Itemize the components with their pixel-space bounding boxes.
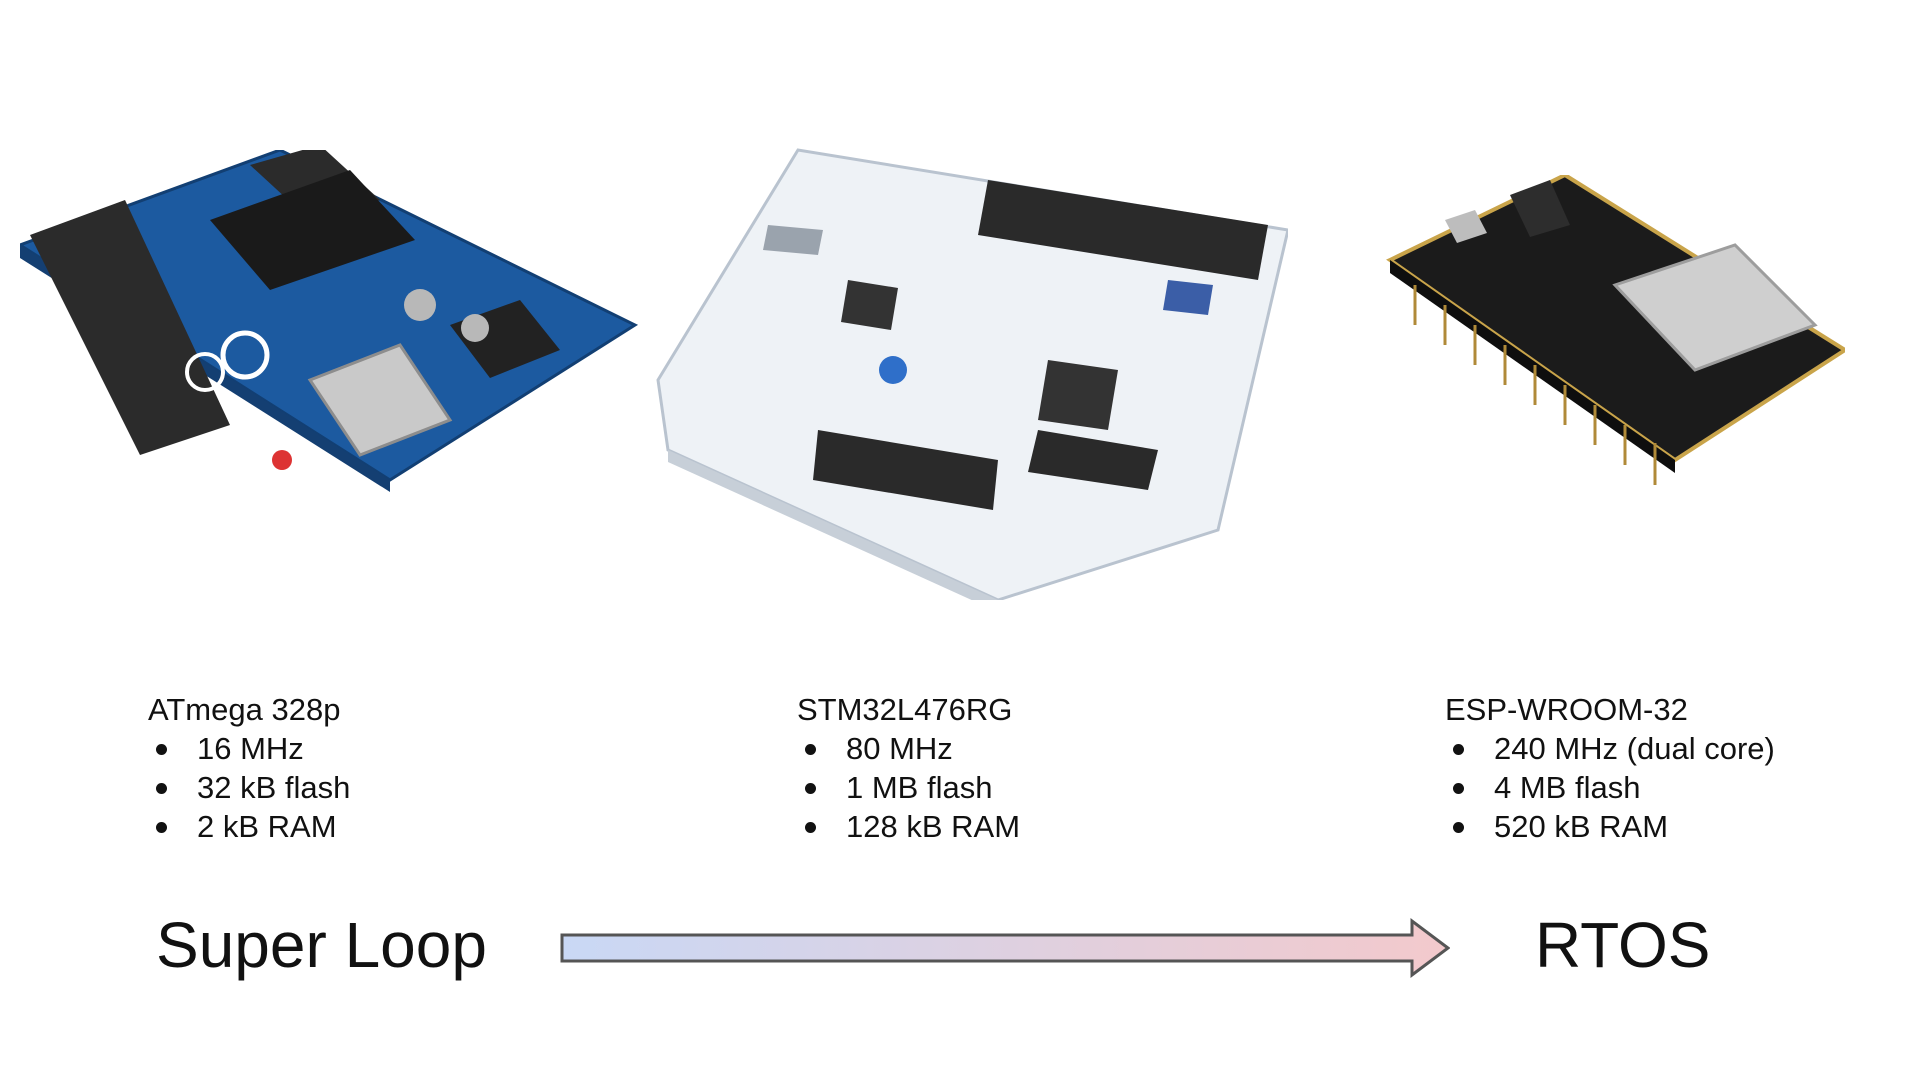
spec-item: 1 MB flash xyxy=(797,768,1020,807)
spec-item: 80 MHz xyxy=(797,729,1020,768)
spec-item: 32 kB flash xyxy=(148,768,350,807)
progression-arrow-icon xyxy=(560,918,1450,978)
rtos-label: RTOS xyxy=(1535,909,1711,981)
chip-name: ESP-WROOM-32 xyxy=(1445,692,1688,727)
stm32-nucleo-board-image xyxy=(648,130,1288,600)
spec-block-stm32: STM32L476RG 80 MHz 1 MB flash 128 kB RAM xyxy=(797,690,1020,846)
chip-name: ATmega 328p xyxy=(148,692,341,727)
spec-block-atmega: ATmega 328p 16 MHz 32 kB flash 2 kB RAM xyxy=(148,690,350,846)
spec-list: 80 MHz 1 MB flash 128 kB RAM xyxy=(797,729,1020,846)
spec-list: 16 MHz 32 kB flash 2 kB RAM xyxy=(148,729,350,846)
esp32-feather-board-image xyxy=(1375,175,1845,545)
spec-item: 128 kB RAM xyxy=(797,807,1020,846)
spec-item: 240 MHz (dual core) xyxy=(1445,729,1775,768)
spec-item: 520 kB RAM xyxy=(1445,807,1775,846)
arduino-uno-board-image xyxy=(20,150,640,550)
spec-item: 16 MHz xyxy=(148,729,350,768)
spec-list: 240 MHz (dual core) 4 MB flash 520 kB RA… xyxy=(1445,729,1775,846)
spec-item: 4 MB flash xyxy=(1445,768,1775,807)
chip-name: STM32L476RG xyxy=(797,692,1013,727)
spec-block-esp32: ESP-WROOM-32 240 MHz (dual core) 4 MB fl… xyxy=(1445,690,1775,846)
super-loop-label: Super Loop xyxy=(156,909,487,981)
spec-item: 2 kB RAM xyxy=(148,807,350,846)
